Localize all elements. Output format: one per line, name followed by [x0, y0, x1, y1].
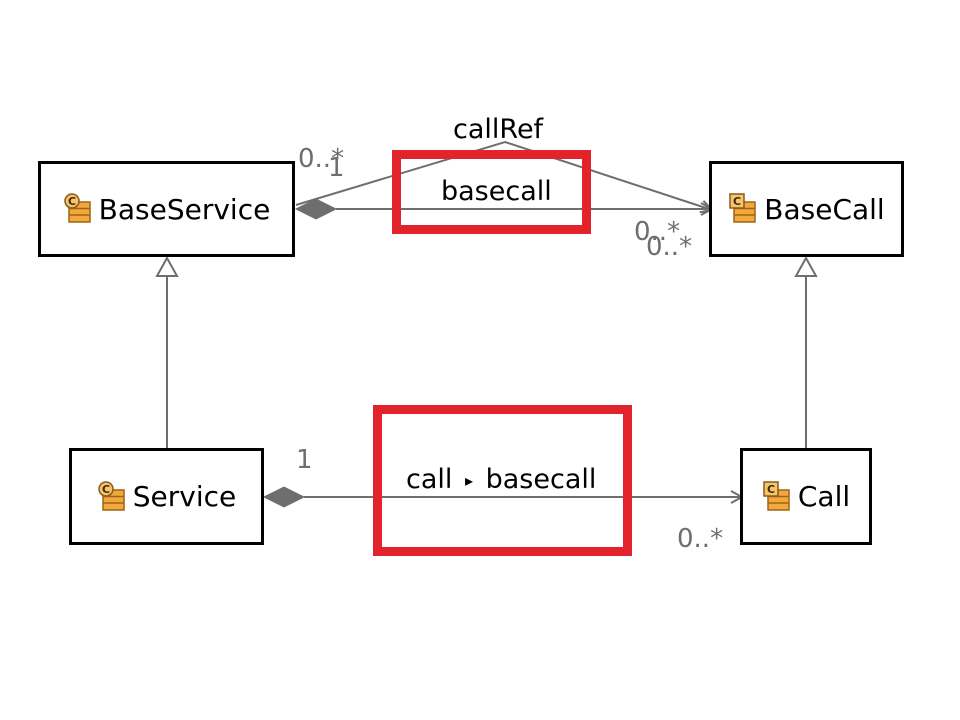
class-base-call[interactable]: C BaseCall — [709, 161, 904, 257]
basecall-highlight-box — [392, 150, 591, 234]
class-icon: C — [763, 480, 790, 511]
callref-association-line[interactable] — [295, 140, 712, 210]
call-association-redefines: basecall — [485, 464, 597, 495]
basecall-composition-diamond — [294, 198, 338, 220]
direction-marker-icon: ▸ — [465, 470, 474, 490]
class-base-service[interactable]: C BaseService — [38, 161, 295, 257]
svg-text:C: C — [102, 483, 110, 496]
class-name-service: Service — [132, 480, 237, 513]
basecall-association-label[interactable]: basecall — [441, 176, 552, 207]
call-source-multiplicity: 1 — [296, 445, 313, 475]
basecall-source-multiplicity: 0..* — [298, 144, 345, 174]
callref-source-multiplicity: 1 — [328, 153, 345, 183]
call-highlight-box — [373, 405, 632, 556]
service-generalization-triangle — [155, 255, 179, 277]
class-icon: C — [63, 193, 91, 223]
call-association-name: call — [406, 464, 453, 495]
class-icon: C — [98, 480, 125, 511]
class-icon: C — [729, 193, 757, 223]
class-call[interactable]: C Call — [740, 448, 872, 545]
call-composition-diamond — [262, 486, 306, 508]
class-name-call: Call — [797, 480, 851, 513]
class-name-base-service: BaseService — [98, 192, 271, 226]
class-service[interactable]: C Service — [69, 448, 264, 545]
class-name-base-call: BaseCall — [764, 192, 885, 226]
svg-text:C: C — [767, 483, 775, 496]
basecall-target-multiplicity: 0..* — [646, 232, 693, 262]
call-target-multiplicity: 0..* — [677, 524, 724, 554]
svg-text:C: C — [68, 195, 76, 208]
call-association-label[interactable]: call ▸ basecall — [406, 466, 596, 493]
svg-text:C: C — [733, 195, 741, 208]
callref-target-multiplicity: 0..* — [634, 217, 681, 247]
callref-association-label[interactable]: callRef — [453, 114, 544, 145]
call-generalization-triangle — [794, 255, 818, 277]
